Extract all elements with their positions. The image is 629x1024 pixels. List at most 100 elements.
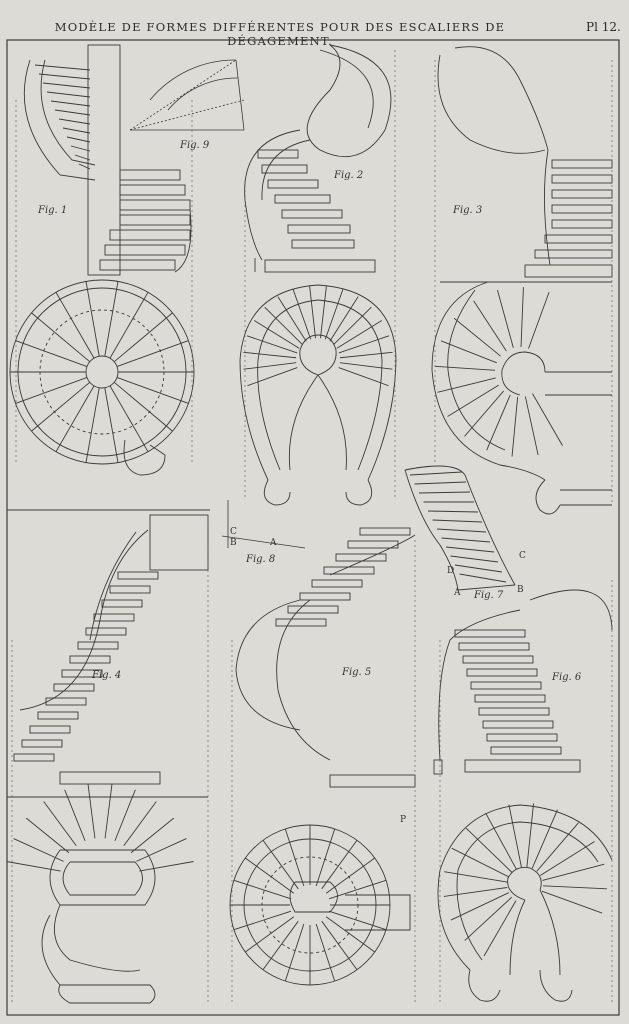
- tread-line: [243, 362, 297, 370]
- tread-line: [441, 537, 491, 543]
- tread-line: [55, 292, 95, 359]
- stair-step: [13, 753, 55, 762]
- tread-line: [114, 789, 136, 842]
- fig6-label: Fig. 6: [551, 672, 582, 683]
- fig5-marginal-letter: P: [400, 815, 406, 825]
- fig6-elevation: [433, 589, 613, 775]
- fig7-letter-d: D: [447, 566, 454, 576]
- tread-line: [315, 828, 336, 887]
- fig7-label: Fig. 7: [473, 590, 504, 601]
- tread-line: [454, 564, 503, 573]
- tread-line: [328, 879, 387, 900]
- tread-line: [130, 817, 175, 854]
- stair-step: [299, 592, 351, 601]
- tread-line: [74, 154, 91, 161]
- tread-line: [339, 362, 393, 370]
- tread-line: [31, 381, 91, 432]
- fig5-plan: [229, 824, 411, 986]
- stair-step: [117, 571, 159, 580]
- tread-line: [113, 312, 173, 363]
- tread-line: [440, 340, 497, 364]
- fig8-letter-c: C: [230, 527, 237, 537]
- tread-line: [436, 528, 487, 533]
- stair-step: [77, 641, 119, 650]
- tread-line: [262, 920, 299, 970]
- tread-line: [464, 390, 505, 437]
- tread-line: [15, 340, 88, 367]
- stair-step: [474, 694, 546, 703]
- tread-line: [109, 292, 149, 359]
- tread-line: [329, 296, 359, 342]
- tread-line: [450, 892, 509, 921]
- tread-line: [485, 812, 517, 870]
- tread-line: [70, 145, 91, 152]
- tread-line: [233, 879, 292, 900]
- stair-step: [85, 627, 127, 636]
- tread-line: [409, 471, 463, 476]
- tread-line: [58, 118, 91, 125]
- tread-line: [328, 910, 387, 931]
- fig2-label: Fig. 2: [333, 170, 363, 181]
- fig1-elevation: [23, 44, 192, 276]
- tread-line: [321, 840, 358, 890]
- stair-step: [335, 553, 387, 562]
- tread-line: [338, 367, 389, 387]
- tread-line: [483, 900, 517, 957]
- tread-line: [109, 385, 149, 452]
- fig4-label: Fig. 4: [91, 670, 121, 681]
- tread-line: [253, 320, 300, 349]
- stair-step: [454, 629, 526, 638]
- plate-frame: [6, 39, 620, 1016]
- tread-line: [54, 109, 91, 116]
- tread-line: [445, 546, 495, 553]
- stair-step: [53, 683, 95, 692]
- fig7-letter-b: B: [517, 585, 524, 595]
- tread-line: [542, 863, 605, 881]
- tread-line: [465, 827, 513, 873]
- tread-line: [531, 809, 558, 869]
- tread-line: [418, 491, 471, 494]
- tread-line: [233, 910, 292, 931]
- tread-line: [46, 91, 91, 98]
- tread-line: [435, 365, 496, 371]
- tread-line: [532, 393, 563, 446]
- tread-line: [321, 920, 358, 970]
- stair-step: [323, 566, 375, 575]
- tread-line: [336, 320, 383, 349]
- tread-line: [31, 312, 91, 363]
- tread-line: [432, 519, 483, 523]
- tread-line: [528, 291, 550, 349]
- tread-line: [292, 289, 312, 340]
- tread-line: [459, 573, 507, 583]
- stair-step: [45, 697, 87, 706]
- stair-step: [486, 733, 558, 742]
- stair-step: [347, 540, 399, 549]
- stair-step: [470, 681, 542, 690]
- tread-line: [50, 100, 91, 107]
- tread-line: [104, 281, 119, 357]
- tread-line: [43, 801, 77, 847]
- fig8-label: Fig. 8: [245, 554, 275, 565]
- tread-line: [55, 385, 95, 452]
- stair-step: [311, 579, 363, 588]
- fig7-diagram: [404, 465, 516, 591]
- stair-step: [93, 613, 135, 622]
- tread-line: [333, 306, 372, 345]
- stair-step: [109, 585, 151, 594]
- tread-line: [139, 861, 194, 872]
- tread-line: [85, 281, 100, 357]
- fig4-plan: [6, 783, 208, 1004]
- fig3-plan: [431, 281, 612, 515]
- tread-line: [526, 803, 535, 868]
- fig3-label: Fig. 3: [452, 205, 482, 216]
- stair-step: [462, 655, 534, 664]
- tread-line: [87, 783, 96, 839]
- tread-line: [264, 306, 303, 345]
- tread-line: [443, 887, 508, 897]
- tread-line: [339, 351, 393, 359]
- tread-line: [486, 394, 511, 451]
- tread-line: [38, 73, 91, 80]
- tread-line: [247, 367, 298, 387]
- tread-line: [325, 857, 375, 894]
